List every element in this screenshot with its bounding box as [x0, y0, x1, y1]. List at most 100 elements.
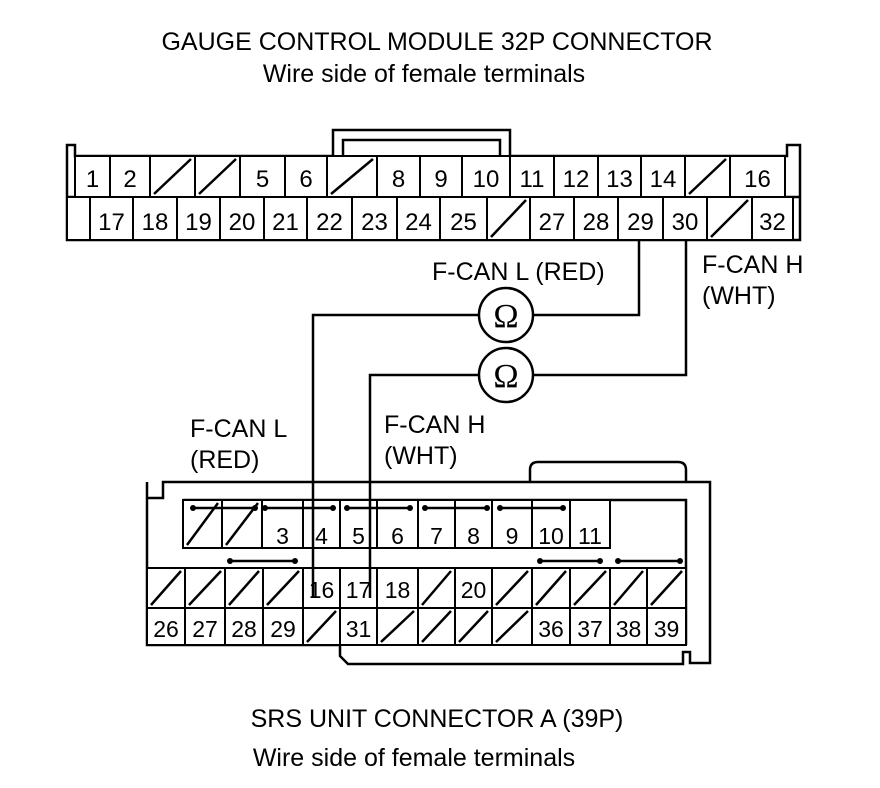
- unused-terminal-slash: [535, 570, 567, 606]
- terminal-cell: 32: [751, 196, 794, 241]
- bottom-connector-title: SRS UNIT CONNECTOR A (39P): [251, 705, 624, 733]
- terminal-cell: 13: [597, 155, 642, 198]
- terminal-number: 23: [361, 209, 388, 236]
- terminal-number: 11: [578, 523, 602, 549]
- fcan-h-wire-bottom: [368, 373, 479, 598]
- terminal-cell: 39: [646, 607, 687, 646]
- fcan-l-wire-top: [533, 240, 641, 317]
- terminal-cell: 18: [376, 567, 419, 609]
- terminal-cell: [262, 567, 304, 609]
- fcan-l-wire-bottom: [311, 313, 479, 598]
- shorting-bar: [227, 558, 298, 564]
- top-connector-housing: [65, 128, 802, 242]
- terminal-number: 19: [185, 209, 212, 236]
- unused-terminal-slash: [490, 199, 527, 238]
- terminal-number: 9: [506, 523, 519, 549]
- terminal-cell: 16: [302, 567, 341, 609]
- terminal-cell: [491, 607, 533, 646]
- unused-terminal-slash: [495, 610, 529, 643]
- terminal-number: 28: [231, 616, 257, 642]
- unused-terminal-slash: [185, 502, 220, 546]
- terminal-cell: 26: [146, 607, 186, 646]
- unused-terminal-slash: [150, 570, 182, 606]
- ohmmeter-fcan-h: Ω: [477, 346, 535, 404]
- top-connector-subtitle: Wire side of female terminals: [263, 60, 585, 88]
- terminal-cell: [531, 567, 571, 609]
- terminal-cell: [149, 155, 196, 198]
- fcan-l-bottom-label-line2: (RED): [190, 446, 259, 474]
- terminal-cell: [417, 607, 456, 646]
- terminal-cell: [454, 607, 493, 646]
- terminal-number: 5: [352, 523, 365, 549]
- terminal-cell: 6: [284, 155, 328, 198]
- unused-terminal-slash: [573, 570, 607, 606]
- terminal-number: 1: [86, 166, 99, 193]
- ohmmeter-circle: [477, 286, 535, 344]
- terminal-cell: [194, 155, 241, 198]
- shorting-bar: [615, 558, 683, 564]
- terminal-cell: 30: [662, 196, 708, 241]
- unused-terminal-slash: [421, 570, 452, 606]
- unused-terminal-slash: [421, 610, 452, 643]
- unused-terminal-slash: [710, 199, 749, 238]
- terminal-number: 22: [316, 209, 343, 236]
- terminal-cell: 18: [132, 196, 178, 241]
- ohm-symbol: Ω: [493, 298, 518, 335]
- terminal-cell: [66, 196, 91, 241]
- terminal-number: 14: [650, 166, 677, 193]
- unused-terminal-slash: [266, 570, 300, 606]
- ohm-symbol: Ω: [493, 358, 518, 395]
- terminal-number: 29: [270, 616, 296, 642]
- terminal-number: 4: [315, 523, 328, 549]
- terminal-number: 21: [272, 209, 299, 236]
- terminal-number: 39: [654, 616, 680, 642]
- terminal-number: 27: [539, 209, 566, 236]
- terminal-number: 13: [606, 166, 633, 193]
- terminal-number: 29: [627, 209, 654, 236]
- terminal-number: 26: [153, 616, 179, 642]
- terminal-cell: 12: [553, 155, 599, 198]
- fcan-h-top-label-line1: F-CAN H: [702, 251, 803, 279]
- terminal-cell: 11: [509, 155, 555, 198]
- terminal-cell: [706, 196, 753, 241]
- terminal-cell: 27: [184, 607, 226, 646]
- unused-terminal-slash: [188, 570, 222, 606]
- terminal-cell: [376, 607, 419, 646]
- terminal-cell: 8: [376, 155, 421, 198]
- unused-terminal-slash: [228, 570, 260, 606]
- terminal-cell: [224, 567, 264, 609]
- terminal-number: 6: [299, 166, 312, 193]
- unused-terminal-slash: [688, 158, 727, 195]
- shorting-bar: [262, 505, 336, 511]
- fcan-h-wire-top: [533, 240, 688, 377]
- shorting-bar: [190, 505, 258, 511]
- terminal-cell: [146, 567, 186, 609]
- terminal-number: 25: [450, 209, 477, 236]
- terminal-number: 17: [346, 577, 372, 603]
- fcan-h-top-label-line2: (WHT): [702, 282, 776, 310]
- terminal-cell: 19: [176, 196, 221, 241]
- terminal-cell: 24: [396, 196, 441, 241]
- fcan-h-bottom-label-line2: (WHT): [384, 442, 458, 470]
- top-connector-latch: [341, 138, 502, 156]
- terminal-cell: [491, 567, 533, 609]
- terminal-cell: 29: [262, 607, 304, 646]
- terminal-cell: 28: [573, 196, 619, 241]
- terminal-cell: 20: [454, 567, 493, 609]
- terminal-cell: 2: [109, 155, 151, 198]
- terminal-number: 7: [430, 523, 443, 549]
- terminal-cell: [486, 196, 531, 241]
- terminal-cell: 27: [529, 196, 575, 241]
- shorting-bar: [497, 505, 566, 511]
- terminal-number: 27: [192, 616, 218, 642]
- terminal-number: 24: [405, 209, 432, 236]
- top-connector-title: GAUGE CONTROL MODULE 32P CONNECTOR: [161, 28, 712, 56]
- terminal-cell: 31: [339, 607, 378, 646]
- terminal-cell: 22: [306, 196, 353, 241]
